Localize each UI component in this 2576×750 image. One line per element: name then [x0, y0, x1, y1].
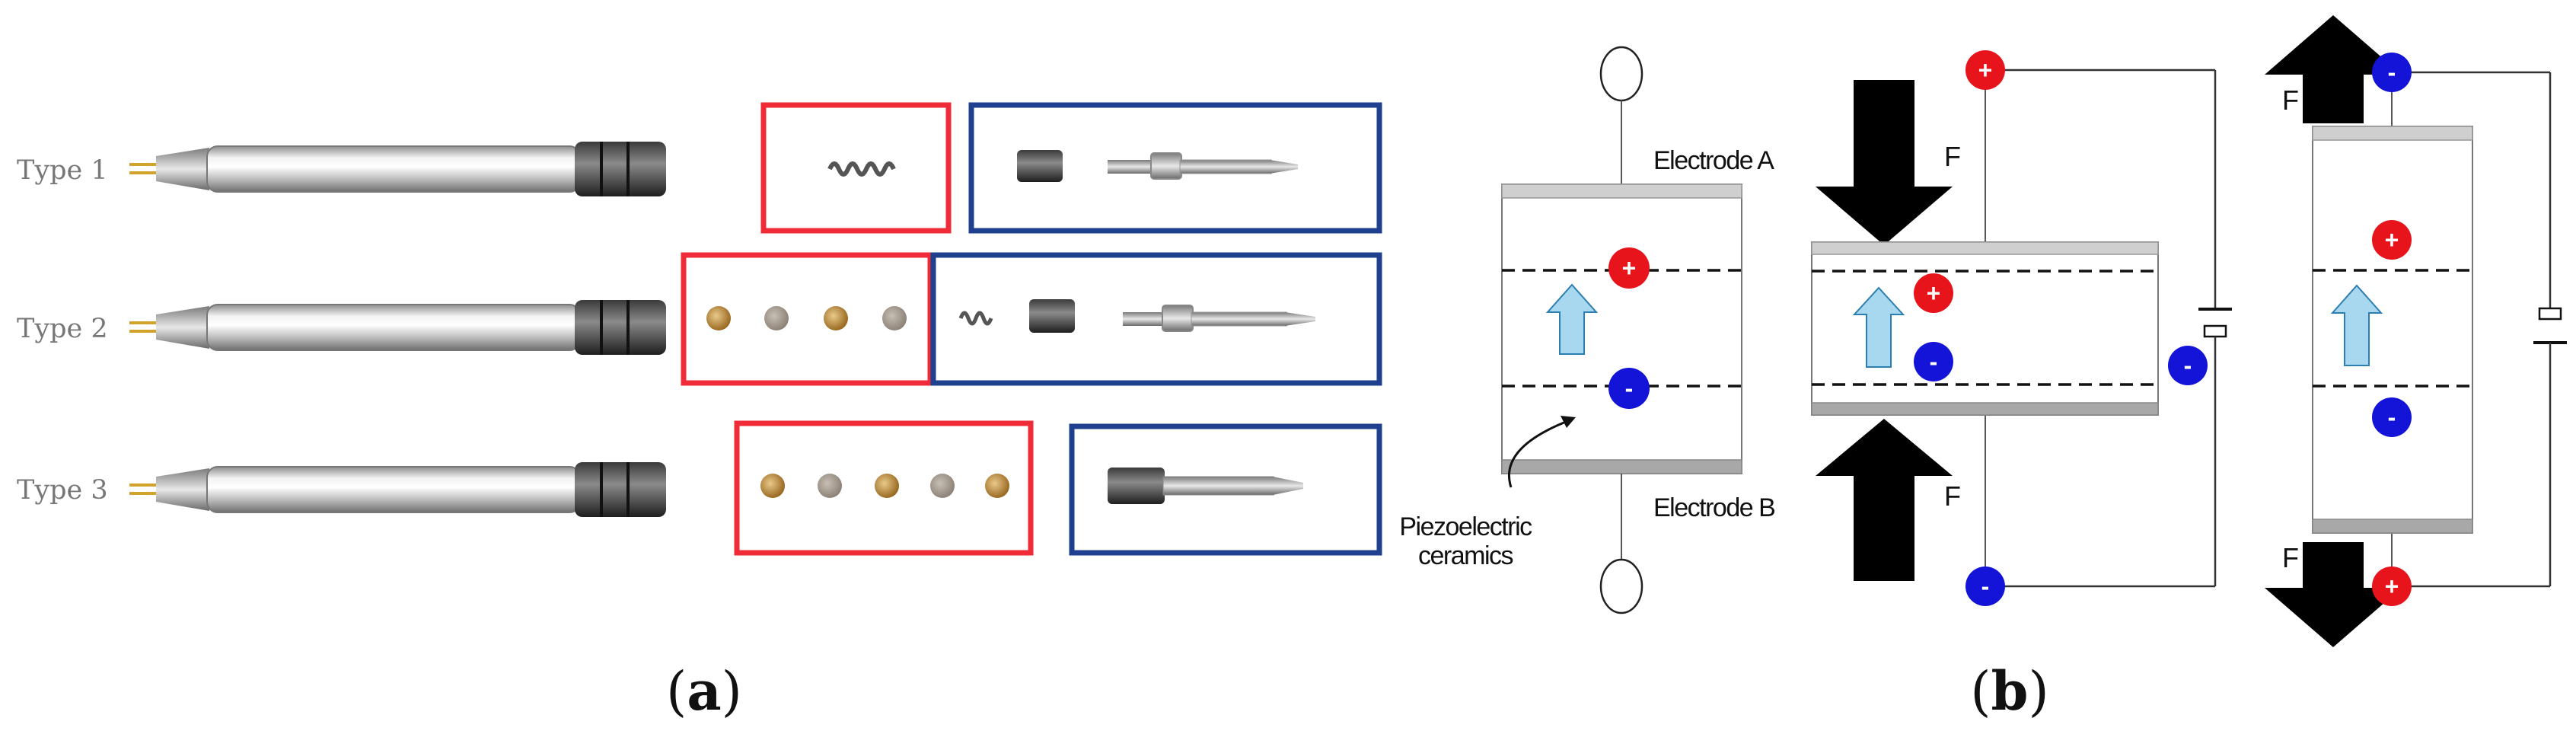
ceramics-label-line1: Piezoelectric [1399, 512, 1532, 541]
stretched-positive-charge-icon [2372, 220, 2412, 260]
stretched-bottom-positive-terminal-icon [2372, 566, 2412, 606]
terminal-a [1599, 46, 1643, 102]
positive-charge-icon [1608, 247, 1650, 289]
compressed-body [1811, 241, 2159, 416]
force-label-top: F [1944, 141, 1961, 172]
plunger-icon [1108, 152, 1298, 180]
panel-b-label: (b) [1970, 659, 2049, 723]
tension-label-top: F [2282, 85, 2299, 116]
small-spring-icon [827, 161, 896, 177]
svg-text:-: - [2184, 352, 2192, 379]
type-1-label: Type 1 [17, 155, 108, 186]
tension-label-bottom: F [2282, 542, 2299, 573]
stretched-element-diagram: + - - + [2265, 15, 2567, 647]
stretched-negative-charge-icon [2372, 397, 2412, 437]
svg-text:-: - [1625, 375, 1634, 402]
spring-probe-1 [129, 142, 666, 196]
force-label-bottom: F [1944, 480, 1961, 512]
piezo-element-diagram: + - [1501, 46, 1742, 614]
type-2-blue-box [930, 252, 1382, 386]
type-3-disc-row [760, 474, 1009, 498]
type-2-barrel-icon [1029, 299, 1075, 333]
bottom-negative-terminal-icon [1965, 566, 2005, 606]
svg-text:-: - [2388, 404, 2396, 431]
stretched-body [2312, 126, 2473, 534]
electrode-a-plate [1501, 184, 1742, 199]
piezo-body [1501, 184, 1742, 474]
electrode-b-label: Electrode B [1653, 493, 1774, 522]
ceramics-pointer-arrow [1507, 419, 1570, 488]
svg-text:+: + [2385, 573, 2399, 600]
type-2-spring-icon [958, 311, 993, 326]
type-2-label: Type 2 [17, 314, 108, 344]
type-3-plunger-icon [1108, 468, 1303, 504]
type-2-red-box [681, 252, 933, 386]
svg-text:-: - [2388, 59, 2396, 86]
type-3-red-box [734, 420, 1034, 556]
side-negative-charge-icon [2168, 346, 2208, 385]
type-1-red-box [760, 102, 952, 234]
svg-text:-: - [1981, 573, 1990, 600]
barrel-icon [1017, 150, 1063, 182]
type-2-disc-row [706, 306, 907, 330]
electrode-b-plate [1501, 459, 1742, 474]
ceramics-label-line2: ceramics [1418, 541, 1513, 570]
force-arrow-up-icon [1816, 419, 1953, 581]
negative-charge-icon [1608, 368, 1650, 409]
type-1-blue-box [968, 102, 1382, 234]
electrode-a-label: Electrode A [1653, 146, 1774, 175]
stretched-polarization-arrow-icon [2330, 284, 2383, 366]
type-3-label: Type 3 [17, 475, 108, 506]
polarization-arrow-icon [1545, 283, 1599, 355]
svg-text:+: + [1978, 56, 1993, 84]
compressed-positive-charge-icon [1914, 273, 1953, 313]
compressed-polarization-arrow-icon [1852, 286, 1905, 368]
svg-text:-: - [1930, 348, 1938, 375]
spring-probe-2 [129, 300, 666, 355]
tension-arrow-down-icon [2265, 542, 2402, 647]
spring-probe-3 [129, 462, 666, 517]
svg-text:+: + [1622, 254, 1637, 282]
type-3-blue-box [1069, 423, 1382, 556]
force-arrow-down-icon [1816, 80, 1953, 245]
panel-a-label: (a) [666, 659, 742, 723]
compressed-negative-charge-icon [1914, 342, 1953, 381]
type-2-plunger-icon [1123, 305, 1315, 332]
svg-text:+: + [2385, 226, 2399, 254]
stretched-top-negative-terminal-icon [2372, 53, 2412, 92]
tension-arrow-up-icon [2265, 15, 2402, 123]
top-positive-terminal-icon [1965, 50, 2005, 90]
svg-text:+: + [1927, 279, 1941, 307]
terminal-b [1599, 558, 1643, 614]
compressed-element-diagram: + - + - - [1811, 50, 2232, 606]
